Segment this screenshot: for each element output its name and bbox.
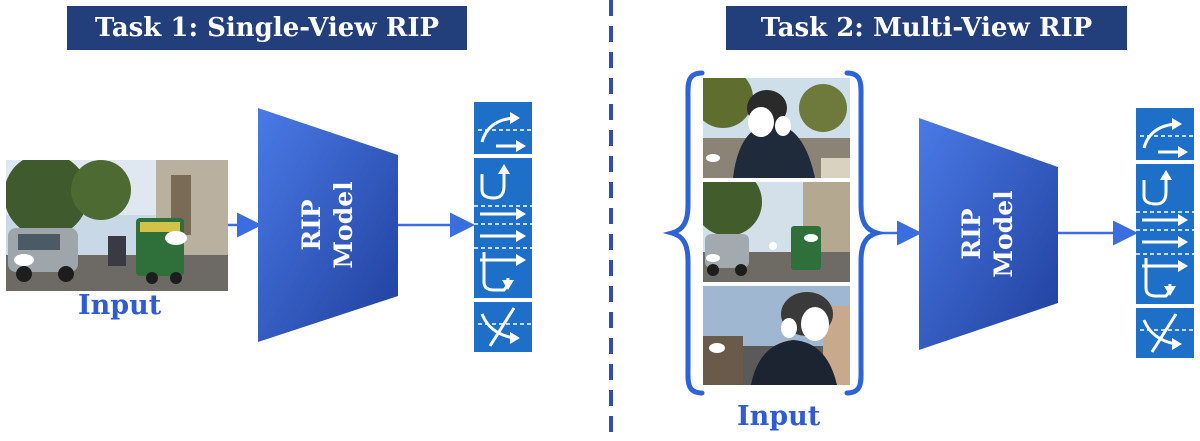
lane-direction-sign-icon	[474, 302, 532, 352]
task2-input-image-3	[703, 286, 850, 385]
lane-direction-sign-icon	[1136, 108, 1194, 160]
task1-lane-output	[474, 102, 532, 352]
task2-title: Task 2: Multi-View RIP	[726, 6, 1127, 50]
lane-direction-sign-icon	[1136, 308, 1194, 358]
right-curly-brace-icon	[844, 70, 887, 396]
task1-model-label: RIP Model	[296, 175, 360, 275]
face-blur-icon	[709, 343, 725, 353]
task1-rip-model-block	[258, 108, 398, 342]
face-blur-icon	[775, 116, 791, 136]
task2-input-image-2	[703, 182, 850, 282]
lane-direction-sign-icon	[1136, 164, 1194, 304]
task2-rip-model-block	[919, 118, 1058, 350]
task-divider	[609, 0, 613, 441]
task2-model-label-line2: Model	[989, 190, 1018, 278]
lane-direction-sign-icon	[474, 102, 532, 154]
face-blur-icon	[801, 307, 829, 341]
task2-input-label: Input	[737, 401, 821, 432]
face-blur-icon	[781, 318, 797, 338]
face-blur-icon	[804, 234, 818, 242]
task1-input-image	[6, 160, 228, 291]
face-blur-icon	[165, 231, 187, 245]
lane-direction-sign-icon	[474, 158, 532, 298]
face-blur-icon	[706, 254, 720, 262]
task2-model-label-line1: RIP	[957, 208, 986, 260]
face-blur-icon	[748, 107, 774, 137]
task2-lane-output	[1136, 108, 1194, 358]
face-blur-icon	[706, 154, 720, 162]
task2-input-image-1	[703, 78, 850, 178]
task2-model-label: RIP Model	[956, 184, 1020, 284]
task1-input-label: Input	[78, 290, 162, 321]
face-blur-icon	[769, 242, 777, 250]
task1-model-label-line1: RIP	[297, 199, 326, 251]
task1-title: Task 1: Single-View RIP	[67, 6, 467, 50]
face-blur-icon	[14, 254, 34, 266]
task1-model-label-line2: Model	[329, 181, 358, 269]
left-curly-brace-icon	[662, 70, 705, 396]
